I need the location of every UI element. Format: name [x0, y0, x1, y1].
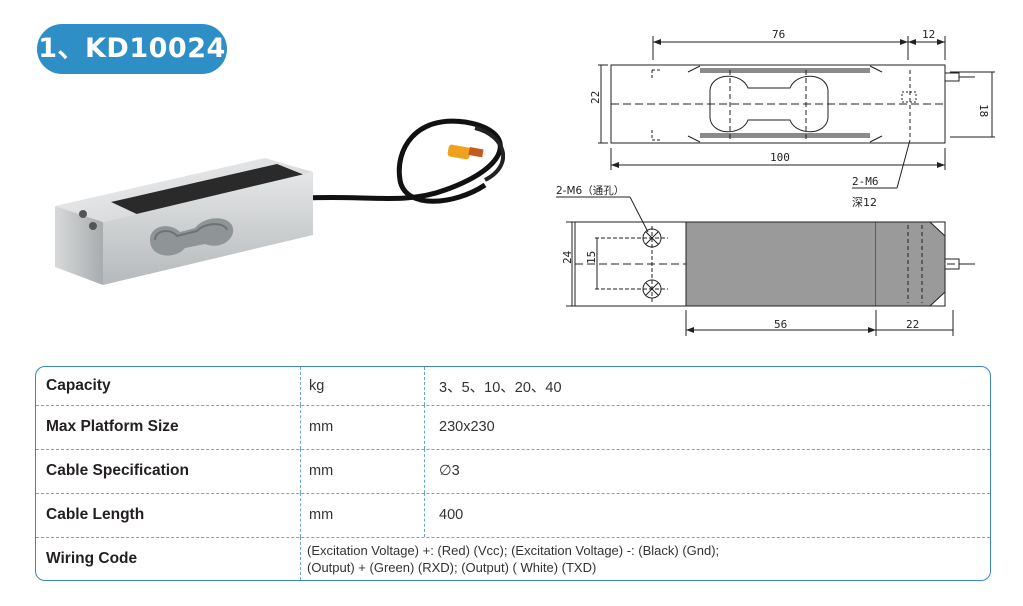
spec-value: 3、5、10、20、40 [439, 379, 562, 396]
wiring-line-1: (Excitation Voltage) +: (Red) (Vcc); (Ex… [307, 542, 720, 558]
dim-bottom-left: 56 [774, 318, 787, 331]
spec-label: Wiring Code [36, 537, 301, 580]
spec-unit: mm [301, 493, 425, 537]
dim-bottom-length: 100 [770, 151, 790, 164]
dim-side-height: 24 [561, 250, 574, 264]
dim-bottom-right: 22 [906, 318, 919, 331]
spec-unit: mm [301, 449, 425, 493]
spec-unit: mm [301, 405, 425, 449]
product-title-badge: 1、KD10024 [37, 24, 227, 74]
dim-top-length: 76 [772, 28, 785, 41]
table-row: Cable Specification mm ∅3 [36, 449, 990, 494]
dim-left-height: 22 [589, 91, 602, 104]
spec-label: Max Platform Size [36, 405, 301, 449]
callout-thread: 2-M6 [852, 175, 879, 188]
dim-right-height: 18 [977, 104, 990, 117]
dim-side-pitch: 15 [585, 251, 598, 264]
callout-depth: 深12 [852, 196, 877, 209]
spec-value: 230x230 [439, 419, 495, 435]
wiring-code-text: (Excitation Voltage) +: (Red) (Vcc); (Ex… [301, 537, 990, 580]
spec-value: ∅3 [439, 463, 460, 479]
wiring-line-2: (Output) + (Green) (RXD); (Output) ( Whi… [307, 559, 597, 575]
spec-label: Capacity [36, 367, 301, 405]
table-row: Capacity kg 3、5、10、20、40 [36, 367, 990, 406]
spec-label: Cable Specification [36, 449, 301, 493]
spec-table: Capacity kg 3、5、10、20、40 Max Platform Si… [35, 366, 991, 581]
dimension-drawing: 76 12 22 18 100 2-M6 深12 2-M6（通孔） 24 15 … [556, 28, 995, 336]
spec-value: 400 [439, 507, 464, 523]
spec-label: Cable Length [36, 493, 301, 537]
callout-through-hole: 2-M6（通孔） [556, 184, 624, 197]
load-cell-product-image [55, 118, 505, 285]
table-row: Wiring Code (Excitation Voltage) +: (Red… [36, 537, 990, 580]
dim-top-right: 12 [922, 28, 935, 41]
table-row: Cable Length mm 400 [36, 493, 990, 538]
table-row: Max Platform Size mm 230x230 [36, 405, 990, 450]
spec-unit: kg [301, 367, 425, 405]
